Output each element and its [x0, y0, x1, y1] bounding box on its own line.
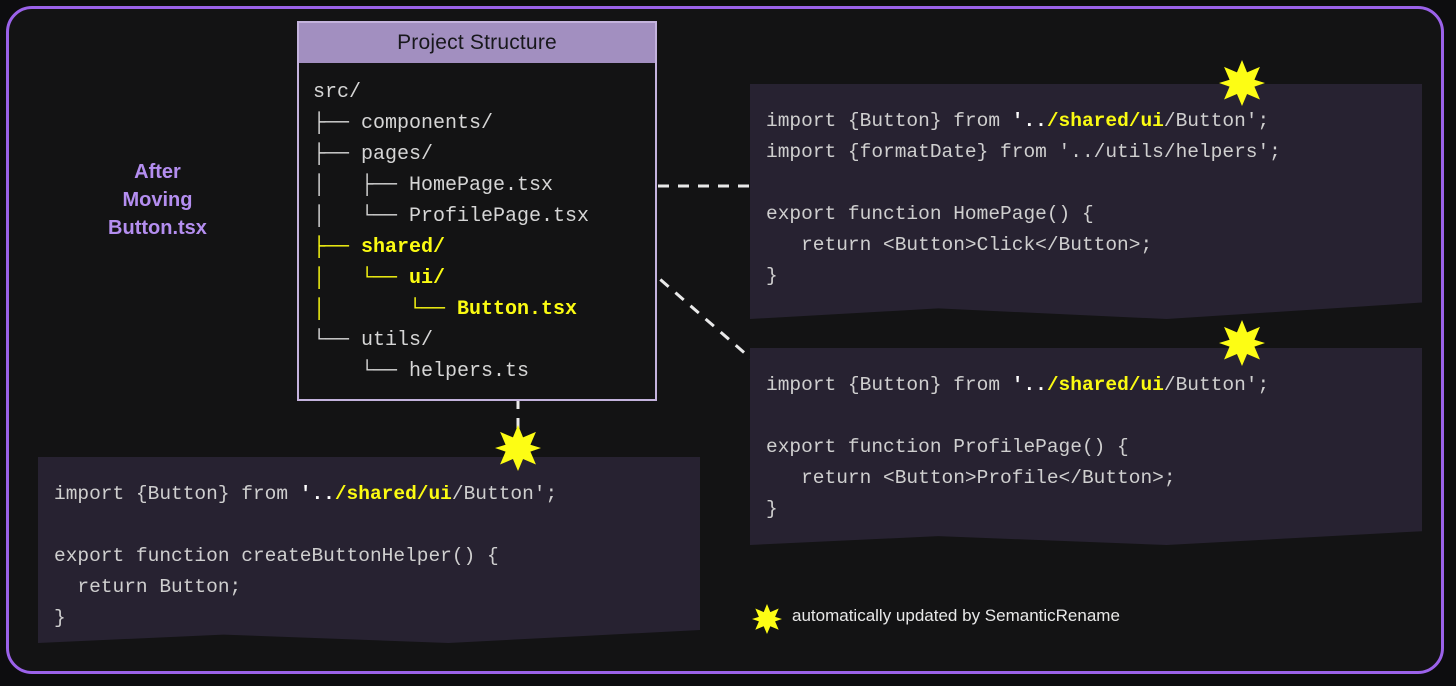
code-line: return <Button>Click</Button>;	[766, 230, 1422, 261]
code-text-segment: '..	[1011, 110, 1047, 132]
code-text-segment: return <Button>Click</Button>;	[766, 234, 1153, 256]
code-text-segment: import {Button} from	[766, 374, 1012, 396]
connector-tree-to-helpers	[516, 398, 520, 444]
tree-row[interactable]: └── helpers.ts	[313, 360, 530, 383]
legend-label: automatically updated by SemanticRename	[792, 606, 1120, 625]
code-text-segment: '..	[299, 483, 335, 505]
project-structure-title: Project Structure	[299, 23, 655, 63]
code-text-segment: export function HomePage() {	[766, 203, 1094, 225]
connector-tree-to-profilepage	[599, 225, 756, 364]
code-text-segment: '..	[1011, 374, 1047, 396]
code-text-segment: /Button';	[1163, 110, 1270, 132]
code-line: }	[766, 261, 1422, 292]
tree-row[interactable]: ├── shared/	[313, 236, 446, 259]
code-line: import {formatDate} from '../utils/helpe…	[766, 137, 1422, 168]
caption-line-2: Moving	[122, 189, 193, 211]
code-line: import {Button} from '../shared/ui/Butto…	[766, 106, 1422, 137]
homepage-code-panel: import {Button} from '../shared/ui/Butto…	[750, 84, 1422, 319]
tree-row[interactable]: └── utils/	[313, 329, 434, 352]
tree-row[interactable]: ├── components/	[313, 112, 494, 135]
code-text-segment: return <Button>Profile</Button>;	[766, 467, 1176, 489]
tree-row[interactable]: ├── pages/	[313, 143, 434, 166]
caption-after-moving: After Moving Button.tsx	[60, 158, 255, 242]
highlighted-path-segment: /shared/ui	[1046, 110, 1164, 132]
tree-row[interactable]: │ └── Button.tsx	[313, 298, 578, 321]
code-line: return <Button>Profile</Button>;	[766, 463, 1422, 494]
code-line	[54, 510, 700, 541]
tree-row[interactable]: │ ├── HomePage.tsx	[313, 174, 554, 197]
code-text-segment: }	[766, 498, 778, 520]
profilepage-code-panel: import {Button} from '../shared/ui/Butto…	[750, 348, 1422, 545]
highlighted-path-segment: /shared/ui	[334, 483, 452, 505]
project-structure-tree: src/ ├── components/ ├── pages/ │ ├── HomeP…	[299, 63, 655, 387]
highlighted-path-segment: /shared/ui	[1046, 374, 1164, 396]
code-text-segment: export function createButtonHelper() {	[54, 545, 499, 567]
helpers-code-panel: import {Button} from '../shared/ui/Butto…	[38, 457, 700, 643]
code-text-segment: }	[766, 265, 778, 287]
code-line	[766, 401, 1422, 432]
code-text-segment: import {Button} from	[54, 483, 300, 505]
code-text-segment: return Button;	[54, 576, 242, 598]
code-line: export function HomePage() {	[766, 199, 1422, 230]
code-line: import {Button} from '../shared/ui/Butto…	[766, 370, 1422, 401]
code-line: export function ProfilePage() {	[766, 432, 1422, 463]
code-text-segment: export function ProfilePage() {	[766, 436, 1129, 458]
code-line: }	[766, 494, 1422, 525]
code-line: }	[54, 603, 700, 634]
caption-line-3: Button.tsx	[108, 217, 207, 239]
project-structure-panel: Project Structure src/ ├── components/ ├──…	[297, 21, 657, 401]
tree-row[interactable]: │ └── ui/	[313, 267, 446, 290]
code-line	[766, 168, 1422, 199]
code-text-segment: }	[54, 607, 66, 629]
code-text-segment: /Button';	[1163, 374, 1270, 396]
tree-row[interactable]: │ └── ProfilePage.tsx	[313, 205, 590, 228]
code-line: import {Button} from '../shared/ui/Butto…	[54, 479, 700, 510]
code-text-segment: import {Button} from	[766, 110, 1012, 132]
code-line: export function createButtonHelper() {	[54, 541, 700, 572]
caption-line-1: After	[134, 161, 181, 183]
code-text-segment: import {formatDate} from '../utils/helpe…	[766, 141, 1281, 163]
tree-row[interactable]: src/	[313, 81, 362, 104]
code-text-segment: /Button';	[451, 483, 558, 505]
code-line: return Button;	[54, 572, 700, 603]
